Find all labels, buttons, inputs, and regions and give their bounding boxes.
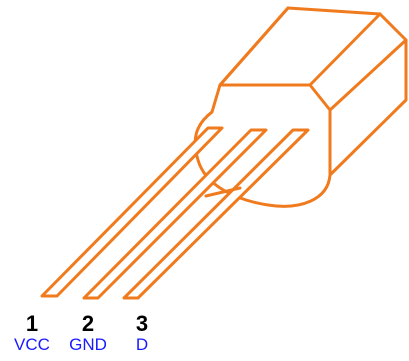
- pin-entry-edge: [204, 186, 242, 198]
- pin-1-lead: [40, 126, 224, 298]
- package-top-ridge: [308, 12, 382, 87]
- pin-3-label: 3 D: [112, 313, 172, 355]
- pin-3-lead: [122, 128, 310, 300]
- pin-1-label: 1 VCC: [2, 313, 62, 355]
- pin-2-lead: [82, 128, 268, 300]
- pin-2-label: 2 GND: [58, 313, 118, 355]
- package-body-outline: [193, 6, 408, 208]
- pin-2-number: 2: [81, 311, 95, 336]
- pin-2-name: GND: [69, 335, 107, 354]
- package-body: [193, 6, 408, 208]
- package-flat-face: [218, 6, 290, 87]
- package-side-ridge: [328, 38, 408, 112]
- pin-3-number: 3: [135, 311, 149, 336]
- pin-1-name: VCC: [14, 335, 50, 354]
- pin-3-name: D: [135, 335, 149, 354]
- package-front-ridge: [218, 83, 332, 177]
- pin-1-number: 1: [25, 311, 39, 336]
